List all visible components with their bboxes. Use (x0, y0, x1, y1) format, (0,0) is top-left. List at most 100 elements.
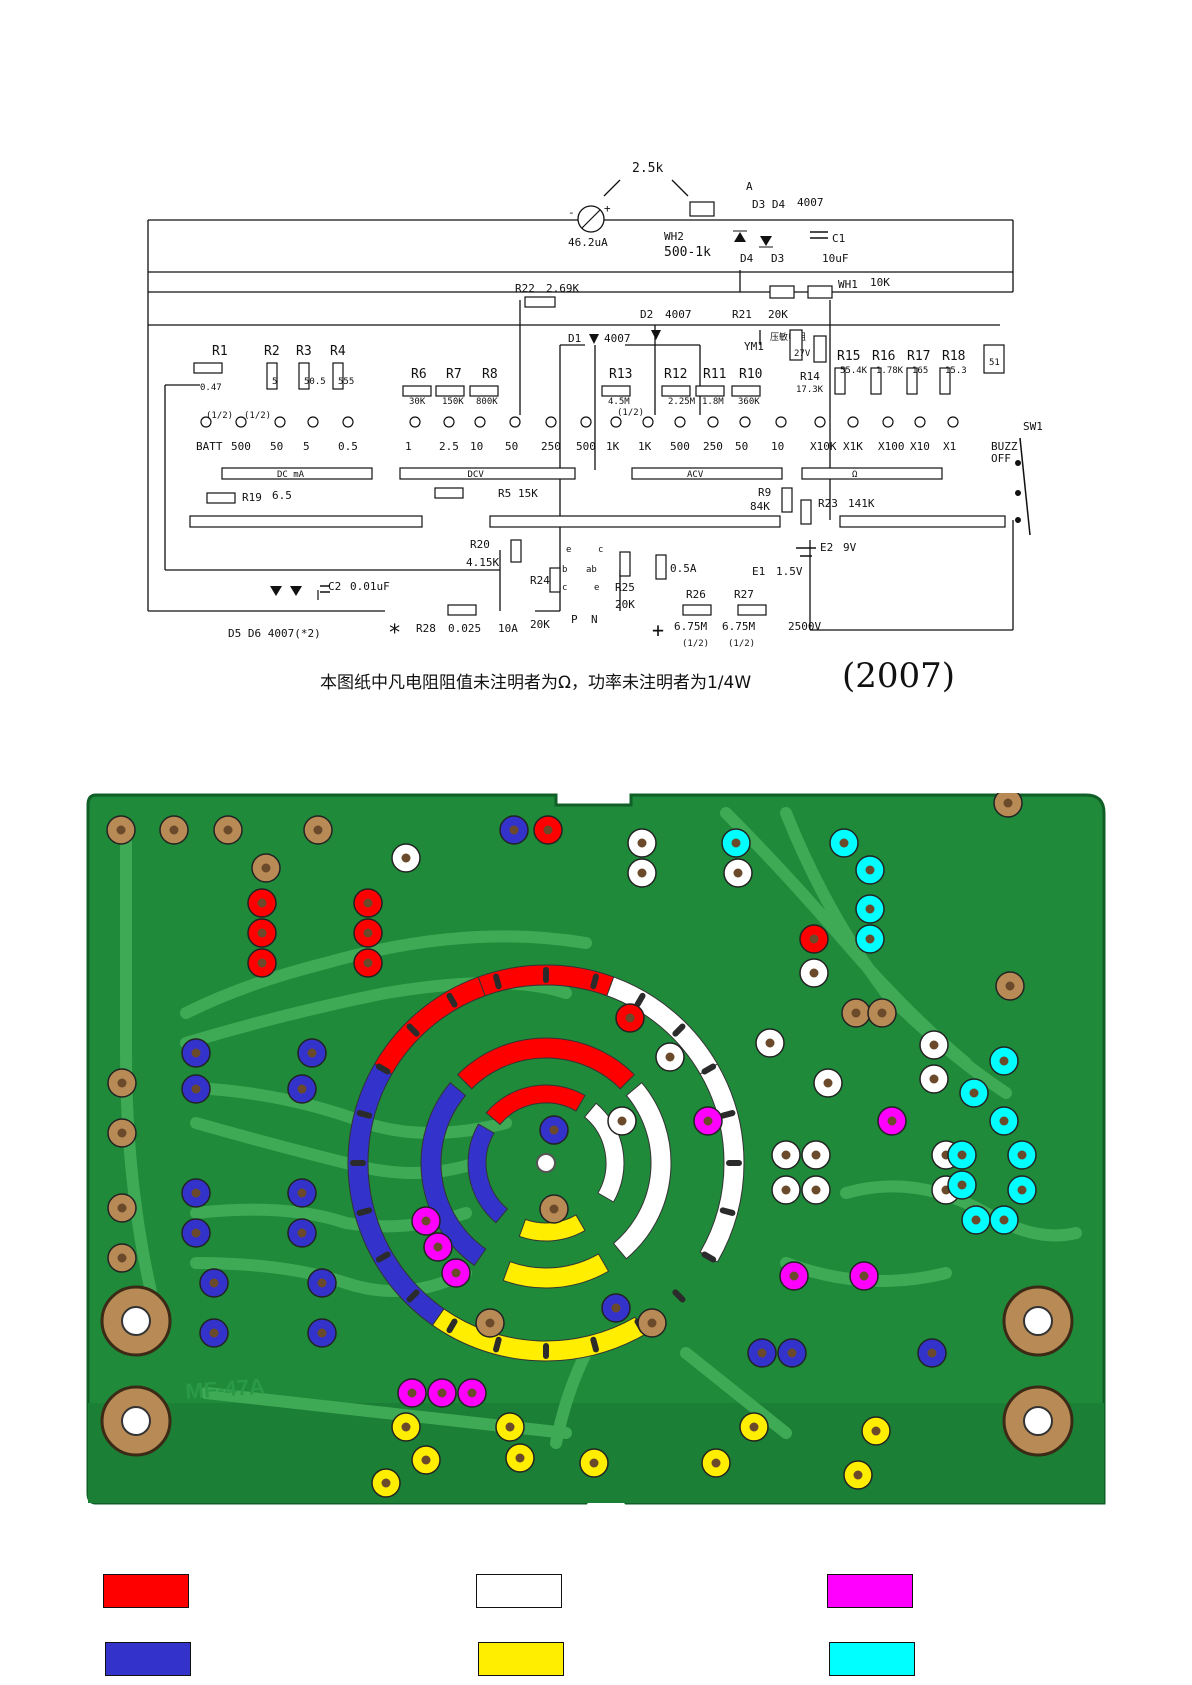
speaker-value: 51 (989, 358, 1000, 368)
range-label: 50 (270, 440, 283, 453)
range-label: 50 (505, 440, 518, 453)
pad-hole (647, 1318, 657, 1328)
pad-hole (509, 825, 519, 835)
schematic-year: (2007) (842, 656, 956, 696)
pad-hole (401, 853, 411, 863)
switch-ring-segment-red (485, 1084, 586, 1126)
resistor-r2-value: 5 (272, 377, 277, 387)
pad-hole (505, 1422, 515, 1432)
pad-hole (711, 1458, 721, 1468)
ring-slot (672, 1023, 686, 1037)
range-terminal (274, 416, 286, 428)
range-bar (399, 467, 576, 480)
pad-hole (637, 838, 647, 848)
pad-hole (437, 1388, 447, 1398)
legend-swatch (827, 1574, 913, 1608)
r9 (781, 487, 793, 513)
pad-hole (851, 1008, 861, 1018)
range-terminal (342, 416, 354, 428)
terminal-n: N (591, 613, 598, 626)
resistor-r1-value: 0.47 (200, 383, 222, 393)
resistor-r11-name: R11 (703, 367, 726, 382)
ten-a-label: 10A (498, 622, 518, 635)
r5-value: 15K (518, 487, 538, 500)
r27-half: (1/2) (728, 639, 755, 649)
range-bar (801, 467, 943, 480)
r26 (682, 604, 712, 616)
pad-hole (1005, 981, 1015, 991)
resistor-r16-value: 1.78K (876, 366, 904, 376)
meter-minus: - (568, 206, 575, 219)
r23-name: R23 (818, 497, 838, 510)
socket-hole (1023, 1306, 1053, 1336)
d3-label: D3 (771, 252, 784, 265)
range-label: X1K (843, 440, 863, 453)
range-bar-label: ACV (687, 470, 704, 480)
resistor-r1 (193, 362, 223, 374)
diode-d5 (270, 586, 282, 596)
legend-swatch (829, 1642, 915, 1676)
range-label: 1K (606, 440, 620, 453)
pcb-board: MF-47A (86, 793, 1106, 1505)
d1-name: D1 (568, 332, 581, 345)
r14 (813, 335, 827, 363)
resistor-r4-name: R4 (330, 344, 346, 359)
range-terminal (814, 416, 826, 428)
wh1-value: 10K (870, 276, 890, 289)
r21-value: 20K (768, 308, 788, 321)
half-watt-mark: (1/2) (617, 408, 644, 418)
r14-name: R14 (800, 370, 820, 383)
pad-hole (765, 1038, 775, 1048)
pad-hole (1017, 1185, 1027, 1195)
range-terminal (642, 416, 654, 428)
r-wh1-side (769, 285, 795, 299)
pad-hole (787, 1348, 797, 1358)
node-a: A (746, 180, 753, 193)
pad-hole (839, 838, 849, 848)
pad-hole (117, 1078, 127, 1088)
pad-hole (451, 1268, 461, 1278)
resistor-r18-value: 15.3 (945, 366, 967, 376)
pad-hole (117, 1128, 127, 1138)
pad-hole (317, 1328, 327, 1338)
legend-swatch (476, 1574, 562, 1608)
e2-name: E2 (820, 541, 833, 554)
ring-slot (446, 1318, 458, 1334)
resistor-r8-value: 800K (476, 397, 498, 407)
range-label: 250 (703, 440, 723, 453)
resistor-r2-name: R2 (264, 344, 280, 359)
switch-ring-segment-yellow (502, 1253, 610, 1289)
r22 (524, 296, 556, 308)
r5-name: R5 (498, 487, 511, 500)
c2-value: 0.01uF (350, 580, 390, 593)
resistor-r11-value: 1.8M (702, 397, 724, 407)
ring-slot (590, 1336, 599, 1353)
range-label: X10K (810, 440, 837, 453)
r24-name: R24 (530, 574, 550, 587)
range-label: 5 (303, 440, 310, 453)
resistor-r13 (601, 385, 631, 397)
pad-hole (957, 1180, 967, 1190)
pad-hole (871, 1426, 881, 1436)
pad-hole (999, 1056, 1009, 1066)
pad-hole (665, 1052, 675, 1062)
ring-slot (493, 1336, 502, 1353)
c1-name: C1 (832, 232, 845, 245)
switch-ring-segment-white (612, 1081, 672, 1260)
resistor-r4 (332, 362, 344, 390)
pad-hole (703, 1116, 713, 1126)
r14-value: 17.3K (796, 385, 824, 395)
pad-hole (625, 1013, 635, 1023)
r9-name: R9 (758, 486, 771, 499)
ym1-name: YM1 (744, 340, 764, 353)
ring-slot (634, 992, 646, 1008)
legend-swatch (103, 1574, 189, 1608)
pad-hole (809, 968, 819, 978)
socket-hole (121, 1406, 151, 1436)
resistor-r6-value: 30K (409, 397, 426, 407)
switch-ring-segment-blue (347, 1063, 445, 1326)
varistor (789, 329, 803, 361)
pad-hole (116, 825, 126, 835)
resistor-r8-name: R8 (482, 367, 498, 382)
